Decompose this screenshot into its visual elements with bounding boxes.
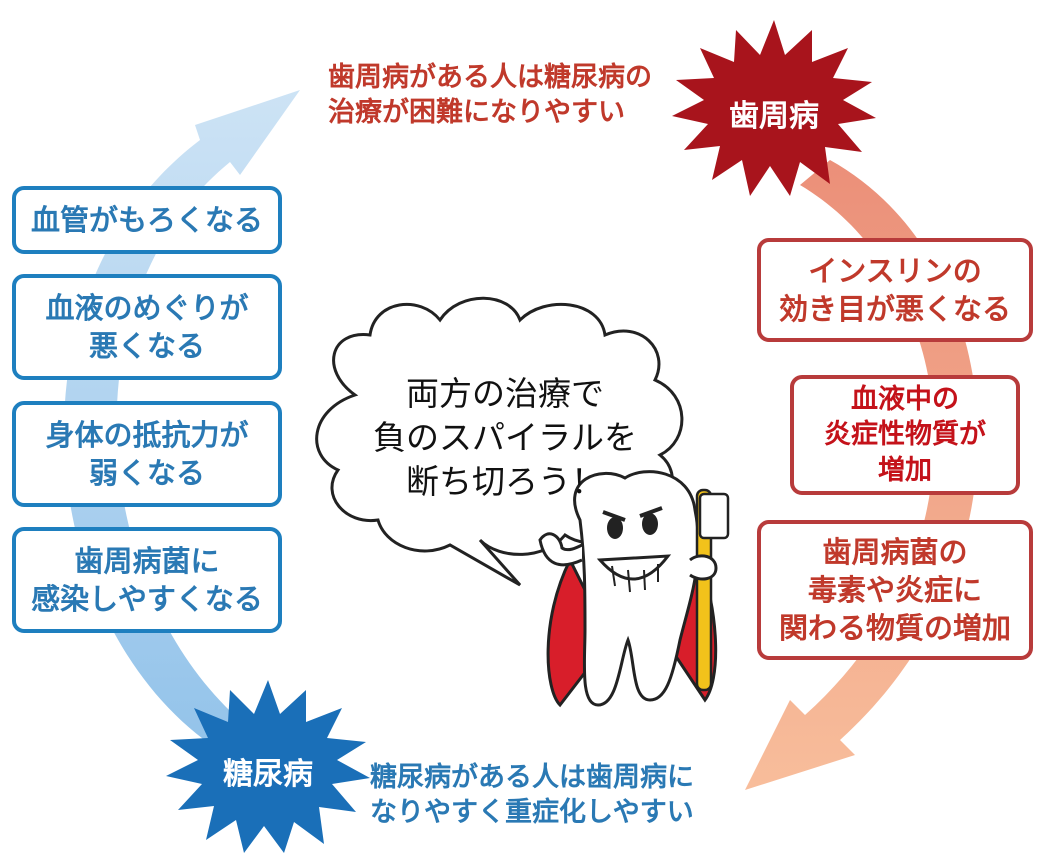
left-box-infection-risk: 歯周病菌に 感染しやすくなる xyxy=(12,527,282,633)
left-box-fragile-vessels: 血管がもろくなる xyxy=(12,186,282,254)
left-box-weak-immunity: 身体の抵抗力が 弱くなる xyxy=(12,401,282,507)
tooth-mascot xyxy=(538,470,730,708)
right-box-insulin: インスリンの 効き目が悪くなる xyxy=(757,238,1033,342)
perio-burst-label: 歯周病 xyxy=(729,99,819,134)
diabetes-burst-shape xyxy=(166,680,370,853)
right-box-toxins: 歯周病菌の 毒素や炎症に 関わる物質の増加 xyxy=(757,520,1033,660)
left-box-poor-circulation: 血液のめぐりが 悪くなる xyxy=(12,274,282,380)
bottom-caption: 糖尿病がある人は歯周病に なりやすく重症化しやすい xyxy=(370,762,694,829)
perio-burst-shape xyxy=(672,20,876,196)
diabetes-burst-label: 糖尿病 xyxy=(223,757,313,792)
right-box-inflammatory-substances: 血液中の 炎症性物質が 増加 xyxy=(790,375,1020,495)
speech-bubble-text: 両方の治療で 負のスパイラルを 断ち切ろう！ xyxy=(373,374,637,501)
top-caption: 歯周病がある人は糖尿病の 治療が困難になりやすい xyxy=(328,62,652,129)
